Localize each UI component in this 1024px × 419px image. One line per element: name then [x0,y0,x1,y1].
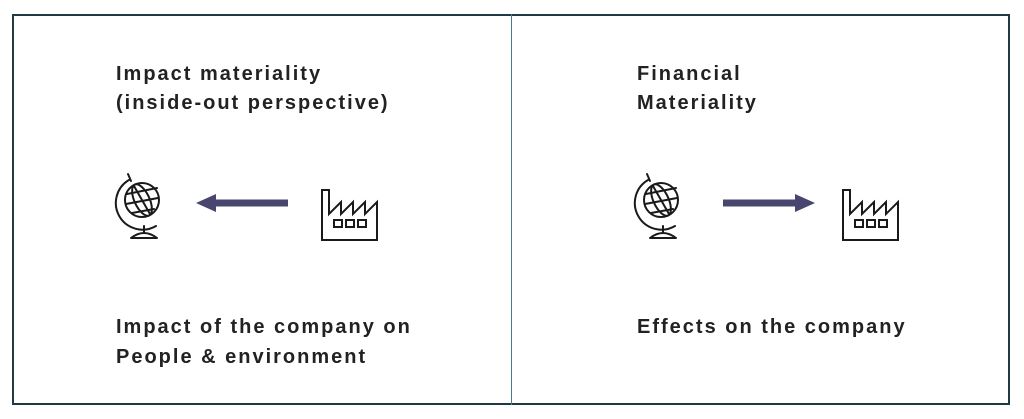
title-line: Financial [637,63,742,85]
arrow-left-icon [196,193,291,213]
arrow-right-icon [720,193,815,213]
panel-caption: Effects on the company [637,312,907,342]
impact-materiality-panel: Impact materiality (inside-out perspecti… [14,14,511,405]
panel-title: Impact materiality (inside-out perspecti… [116,60,390,118]
panel-caption: Impact of the company on People & enviro… [116,312,412,372]
factory-icon [840,184,902,244]
financial-materiality-panel: Financial Materiality [512,14,1008,405]
caption-line: Impact of the company on [116,316,412,338]
title-line: (inside-out perspective) [116,92,390,114]
panel-divider [511,14,512,405]
panel-title: Financial Materiality [637,60,758,118]
globe-icon [633,162,689,242]
caption-line: People & environment [116,346,368,368]
caption-line: Effects on the company [637,316,907,338]
globe-icon [114,162,170,242]
title-line: Materiality [637,92,758,114]
title-line: Impact materiality [116,63,323,85]
factory-icon [319,184,381,244]
